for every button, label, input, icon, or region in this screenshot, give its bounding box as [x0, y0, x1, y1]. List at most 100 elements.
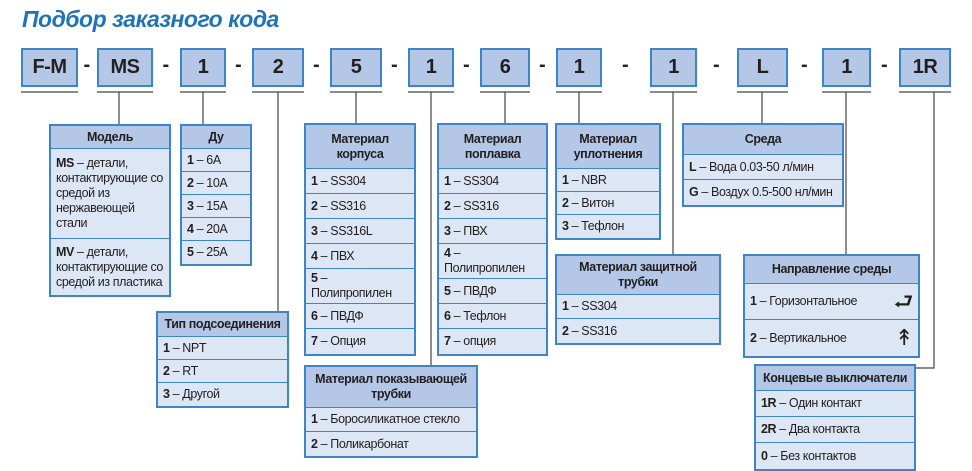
table-row: 2R – Два контакта [756, 417, 914, 443]
row-code: 3 [187, 198, 194, 213]
row-text: MV – детали, контактирующие со средой из… [56, 244, 163, 289]
row-text: 1R – Один контакт [761, 396, 862, 410]
row-code: 3 [444, 223, 451, 238]
row-code: 2 [187, 175, 194, 190]
row-text: 1 – Горизонтальное [750, 294, 858, 308]
table-row: 4 – ПВХ [306, 244, 414, 269]
connector-lines [21, 91, 951, 369]
row-text: 2 – Поликарбонат [311, 436, 409, 451]
table-row: 0 – Без контактов [756, 443, 914, 469]
table-row: 3 – Другой [158, 383, 287, 406]
row-description: Вертикальное [769, 330, 847, 345]
row-description: ПВДФ [330, 308, 364, 323]
row-text: MS – детали, контактирующие со средой из… [56, 156, 163, 230]
table-header: Материал поплавка [439, 125, 546, 169]
row-text: 2 – SS316 [311, 198, 366, 213]
row-code: 1 [311, 173, 318, 188]
table-row: 3 – SS316L [306, 219, 414, 244]
row-code: 5 [311, 271, 318, 285]
row-code: 2 [163, 363, 170, 378]
row-text: 4 – 20A [187, 221, 228, 236]
row-text: 5 – ПВДФ [444, 283, 497, 298]
table-row: 2 – SS316 [557, 319, 719, 343]
row-description: Другой [182, 387, 220, 401]
row-text: 6 – Тефлон [444, 308, 507, 323]
code-segment: 1 [822, 48, 871, 87]
row-code: 3 [311, 223, 318, 238]
row-description: 15A [206, 198, 228, 213]
row-description: Один контакт [788, 396, 862, 410]
row-text: 2R – Два контакта [761, 422, 860, 436]
row-text: 2 – 10A [187, 175, 228, 190]
table-row: 1R – Один контакт [756, 391, 914, 417]
code-separator: - [801, 54, 808, 76]
row-code: 0 [761, 448, 768, 463]
row-code: 2 [311, 436, 318, 451]
row-description: Тефлон [463, 308, 507, 323]
table-row: 2 – Поликарбонат [306, 432, 476, 456]
code-separator: - [622, 54, 629, 76]
row-text: 3 – SS316L [311, 223, 373, 238]
row-text: 3 – ПВХ [444, 223, 488, 238]
row-code: 4 [187, 221, 194, 236]
row-description: SS304 [581, 299, 617, 313]
table-row: 2 – 10A [182, 172, 250, 195]
row-text: 2 – SS316 [444, 198, 499, 213]
row-description: Вода 0.03-50 л/мин [708, 159, 814, 174]
table-header: Материал показывающей трубки [306, 367, 476, 408]
row-code: 2 [444, 198, 451, 213]
table-row: MV – детали, контактирующие со средой из… [51, 239, 169, 295]
table-row: 2 – SS316 [306, 194, 414, 219]
row-code: 6 [311, 308, 318, 323]
code-segment: 6 [480, 48, 530, 87]
row-code: 7 [444, 334, 451, 348]
row-description: детали, контактирующие со средой из плас… [56, 244, 163, 289]
table-row: 1 – Боросиликатное стекло [306, 408, 476, 432]
row-description: Горизонтальное [769, 294, 858, 308]
code-separator: - [313, 54, 320, 76]
code-segment: 1 [556, 48, 602, 87]
row-description: Без контактов [780, 448, 856, 463]
row-code: G [689, 185, 699, 199]
table-row: L – Вода 0.03-50 л/мин [684, 155, 842, 180]
row-code: 2R [761, 422, 777, 436]
row-code: MS [56, 156, 74, 170]
row-text: L – Вода 0.03-50 л/мин [689, 159, 814, 174]
row-text: 4 – Полипропилен [444, 246, 525, 275]
row-code: 4 [444, 246, 451, 260]
row-description: SS316 [330, 198, 366, 213]
table-row: 1 – 6A [182, 149, 250, 172]
code-segment: MS [97, 48, 153, 87]
table-header: Ду [182, 126, 250, 149]
table-header: Материал уплотнения [557, 125, 659, 169]
table-row: 1 – SS304 [439, 169, 546, 194]
table-row: 7 – опция [439, 329, 546, 354]
row-text: 3 – Другой [163, 387, 220, 401]
table-row: G – Воздух 0.5-500 нл/мин [684, 180, 842, 205]
table-row: 1 – NBR [557, 169, 659, 192]
row-code: 1 [562, 299, 569, 313]
row-code: 1R [761, 396, 777, 410]
code-segment: 5 [330, 48, 382, 87]
row-code: 5 [444, 283, 451, 298]
table-header: Направление среды [745, 256, 918, 284]
code-separator: - [162, 54, 170, 76]
code-segment: 1 [180, 48, 226, 87]
row-description: 10A [206, 175, 228, 190]
row-code: 2 [562, 323, 569, 338]
code-segment: 1R [899, 48, 951, 87]
code-segment: 1 [650, 48, 697, 87]
row-text: 3 – 15A [187, 198, 228, 213]
code-separator: - [463, 54, 470, 76]
row-code: 5 [187, 245, 194, 259]
row-text: 2 – Вертикальное [750, 330, 847, 345]
row-code: 1 [562, 172, 569, 187]
row-code: 1 [187, 152, 194, 167]
row-code: 1 [311, 412, 318, 426]
